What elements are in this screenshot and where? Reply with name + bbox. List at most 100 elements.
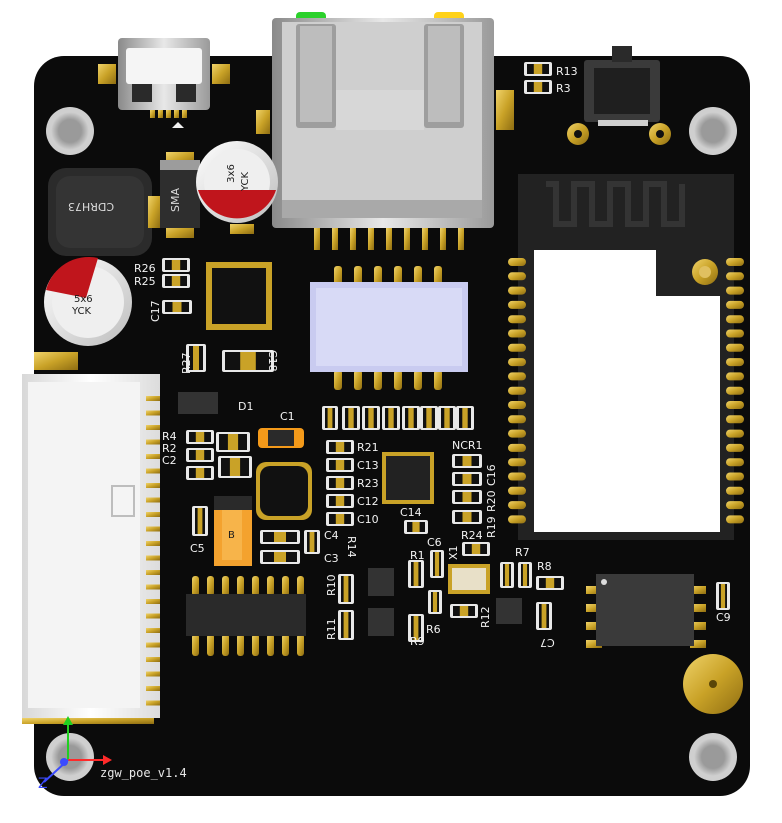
refdes-r1: R1 (410, 549, 425, 562)
module-pad (726, 329, 744, 338)
smd-passive (162, 274, 190, 288)
module-pad (726, 515, 744, 524)
refdes-c12: C12 (357, 495, 379, 508)
soic-pin (192, 634, 199, 656)
smd-passive (524, 80, 552, 94)
module-pad (726, 401, 744, 409)
smd-passive (326, 440, 354, 454)
module-pad (508, 458, 526, 467)
smd-passive (452, 510, 482, 524)
connector-pin (146, 686, 160, 691)
connector-pin (146, 555, 160, 561)
smd-passive (326, 512, 354, 526)
gold-test-pad (683, 654, 743, 714)
sot-transistor (178, 392, 218, 414)
connector-pin (146, 497, 160, 503)
soic-pin (192, 576, 199, 596)
crystal (448, 564, 490, 594)
smd-passive (304, 530, 320, 554)
soic-pin (207, 634, 214, 656)
smd-passive (408, 560, 424, 588)
smd-passive (452, 454, 482, 468)
tantalum-marking: B (228, 530, 235, 541)
refdes-c16: C16 (485, 464, 498, 486)
module-pad (508, 501, 526, 510)
smd-passive (462, 542, 490, 556)
wifi-module (508, 174, 744, 540)
soic-pin (252, 634, 259, 656)
smd-passive (192, 506, 208, 536)
soic-pin (267, 634, 274, 656)
board-name-label: zgw_poe_v1.4 (100, 766, 187, 780)
refdes-c9: C9 (716, 611, 731, 624)
module-pad (726, 258, 744, 266)
refdes-r12: R12 (479, 606, 492, 628)
sot-transistor (496, 598, 522, 624)
connector-pin (146, 541, 160, 546)
refdes-c10: C10 (357, 513, 379, 526)
connector-pin (146, 410, 160, 416)
soic-pin (297, 634, 304, 656)
module-pad (508, 258, 526, 266)
connector-pin (146, 599, 160, 604)
module-pad (508, 372, 526, 381)
smd-passive (438, 406, 456, 430)
module-pad (508, 272, 526, 281)
soic-pin (222, 634, 229, 656)
power-inductor (48, 168, 160, 256)
module-pad (508, 401, 526, 409)
small-inductor (256, 462, 312, 520)
smd-passive (452, 490, 482, 504)
smd-passive (452, 472, 482, 486)
soic-ic (186, 576, 306, 656)
refdes-c5: C5 (190, 542, 205, 555)
connector-pin (146, 468, 160, 474)
rj45-ethernet-jack (256, 12, 514, 250)
refdes-c7: C7 (540, 636, 555, 649)
tvs-diode (160, 152, 200, 238)
module-pad (508, 486, 526, 495)
cap-left-rating: 5x6 (74, 294, 93, 305)
smd-passive (326, 458, 354, 472)
inductor-marking: CDRH73 (68, 200, 115, 213)
module-pad (726, 386, 744, 395)
soic-pin (282, 576, 289, 596)
refdes-r6: R6 (426, 623, 441, 636)
qfn-ic (206, 262, 272, 330)
wire-connector (22, 352, 160, 724)
connector-pin (146, 642, 160, 648)
smd-passive (186, 344, 206, 372)
refdes-r24: R24 (461, 529, 483, 542)
smd-passive (162, 258, 190, 272)
module-pad (726, 415, 744, 424)
smd-passive (456, 406, 474, 430)
cap-top-brand: YCK (240, 171, 252, 192)
smd-passive (218, 456, 252, 478)
refdes-r3: R3 (556, 82, 571, 95)
smd-passive (420, 406, 438, 430)
module-pad (726, 372, 744, 381)
refdes-r25: R25 (134, 275, 156, 288)
smd-passive (500, 562, 514, 588)
smd-passive (408, 614, 424, 642)
connector-base (22, 718, 154, 724)
refdes-r2: R2 (162, 442, 177, 455)
module-pad (508, 286, 526, 295)
axis-z-label: Z (38, 776, 48, 792)
electrolytic-cap-top (196, 141, 278, 234)
connector-pin (146, 454, 160, 459)
module-pad (726, 358, 744, 367)
smd-passive (222, 350, 274, 372)
refdes-d1: D1 (238, 400, 254, 413)
refdes-c4: C4 (324, 529, 339, 542)
refdes-c17: C17 (149, 300, 162, 322)
soic-pin (207, 576, 214, 596)
sot-transistor (368, 608, 394, 636)
smd-passive (260, 530, 300, 544)
refdes-ncr1: NCR1 (452, 439, 483, 452)
module-pad (726, 486, 744, 495)
ethernet-phy-ic (382, 452, 434, 504)
tvs-marking: SMA (169, 188, 182, 212)
module-pad (726, 272, 744, 281)
